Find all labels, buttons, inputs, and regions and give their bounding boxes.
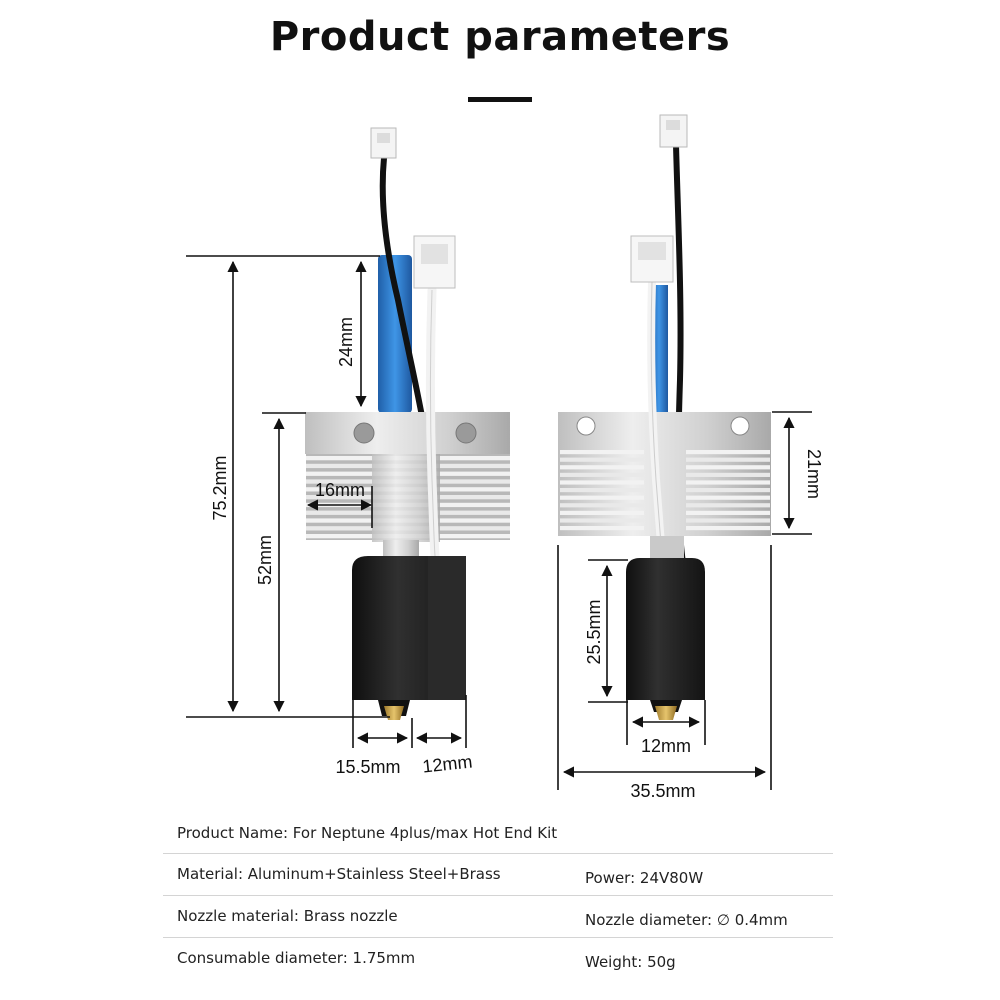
page-title: Product parameters xyxy=(269,14,731,60)
title-underline xyxy=(468,97,532,102)
ptfe-tube xyxy=(378,255,412,413)
param-nozzle-diameter: Nozzle diameter: ∅ 0.4mm xyxy=(585,911,788,929)
product-drawing: 75.2mm 24mm 52mm 16mm 15.5mm 12mm 21mm 2… xyxy=(186,114,824,801)
param-row: Consumable diameter: 1.75mm Weight: 50g xyxy=(163,938,833,980)
heatsink-fin xyxy=(560,480,644,485)
heatsink-fin xyxy=(686,472,770,477)
dim-block-width: 15.5mm xyxy=(335,757,400,777)
dim-heatsink-depth: 16mm xyxy=(315,480,365,500)
heatsink-fin xyxy=(560,472,644,477)
heatsink xyxy=(306,454,510,542)
heatsink-fin xyxy=(686,450,770,455)
nozzle xyxy=(384,706,404,720)
param-row: Product Name: For Neptune 4plus/max Hot … xyxy=(163,812,833,854)
param-product-name: Product Name: For Neptune 4plus/max Hot … xyxy=(177,824,558,842)
hotend-side-view xyxy=(305,127,510,720)
heatsink-fin xyxy=(560,457,644,462)
dim-block-width-front: 12mm xyxy=(641,736,691,756)
heatsink-fin xyxy=(560,510,644,515)
heatsink-fin xyxy=(560,488,644,493)
heatsink-fin xyxy=(560,450,644,455)
param-row: Material: Aluminum+Stainless Steel+Brass… xyxy=(163,854,833,896)
dim-body-height: 52mm xyxy=(255,535,275,585)
heatsink-fin xyxy=(560,465,644,470)
dim-tube-height: 24mm xyxy=(336,317,356,367)
heatsink-fin xyxy=(686,495,770,500)
heatsink-fin xyxy=(686,510,770,515)
dimension-lines xyxy=(186,255,812,790)
param-row: Nozzle material: Brass nozzle Nozzle dia… xyxy=(163,896,833,938)
dim-block-depth: 12mm xyxy=(421,751,473,776)
mount-block xyxy=(305,412,510,454)
heatsink-fin xyxy=(686,503,770,508)
heatsink-fin xyxy=(560,503,644,508)
param-weight: Weight: 50g xyxy=(585,953,676,971)
heatsink-fin xyxy=(560,526,644,531)
heatsink-fin xyxy=(686,465,770,470)
heatsink-fin xyxy=(686,488,770,493)
dim-total-height: 75.2mm xyxy=(210,455,230,520)
dim-block-height: 25.5mm xyxy=(584,599,604,664)
heatsink-fin xyxy=(686,526,770,531)
dim-heatsink-height: 21mm xyxy=(804,449,824,499)
heatsink-fin xyxy=(686,457,770,462)
dim-heatsink-width: 35.5mm xyxy=(630,781,695,801)
heatsink-fin xyxy=(686,480,770,485)
parameters-table: Product Name: For Neptune 4plus/max Hot … xyxy=(163,812,833,980)
param-material: Material: Aluminum+Stainless Steel+Brass xyxy=(177,865,501,883)
param-nozzle-material: Nozzle material: Brass nozzle xyxy=(177,907,398,925)
heatsink-fin xyxy=(686,518,770,523)
heatsink-fin xyxy=(560,495,644,500)
hotend-front-view xyxy=(558,114,771,720)
param-consumable-diameter: Consumable diameter: 1.75mm xyxy=(177,949,416,967)
param-power: Power: 24V80W xyxy=(585,869,704,887)
heatsink-fin xyxy=(560,518,644,523)
